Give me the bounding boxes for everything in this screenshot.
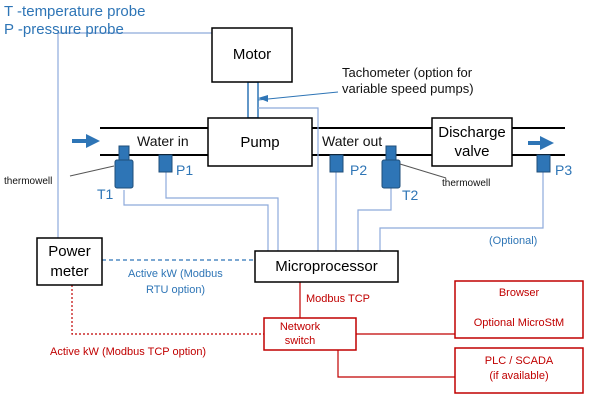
network-switch-box — [263, 317, 357, 351]
motor-shaft — [247, 81, 259, 119]
p2-probe-icon — [329, 154, 344, 173]
tcp-dotted-link — [71, 285, 264, 335]
microprocessor-box — [254, 250, 399, 283]
valve-label: valve — [454, 143, 490, 160]
t1-probe-icon — [114, 145, 134, 189]
meter-label: meter — [50, 263, 89, 280]
switch-label: switch — [284, 335, 316, 347]
network-label: Network — [279, 321, 321, 333]
p2-label: P2 — [350, 162, 368, 178]
water-out-label: Water out — [322, 133, 383, 149]
water-in-label: Water in — [137, 133, 189, 149]
t2-probe-icon — [381, 145, 401, 189]
microprocessor-label: Microprocessor — [275, 258, 378, 275]
plc-scada-box — [454, 347, 584, 394]
legend-pressure: P -pressure probe — [4, 21, 124, 38]
t1-label: T1 — [97, 186, 114, 202]
t2-label: T2 — [402, 187, 419, 203]
motor-box — [211, 27, 293, 83]
browser-label: Browser — [498, 287, 540, 299]
plc-scada-label: PLC / SCADA — [484, 355, 554, 367]
p1-probe-icon — [158, 154, 173, 173]
thermowell-left-label: thermowell — [4, 176, 53, 187]
thermowell-left-pointer — [69, 165, 115, 177]
plc-available-label: (if available) — [489, 370, 549, 382]
active-kw-tcp-label: Active kW (Modbus TCP option) — [50, 346, 207, 358]
motor-label: Motor — [232, 46, 272, 63]
thermowell-right-label: thermowell — [442, 178, 491, 189]
microstm-label: Optional MicroStM — [473, 317, 565, 329]
tachometer-label-line2: variable speed pumps) — [342, 81, 474, 96]
signal-wires — [57, 32, 544, 251]
browser-box — [454, 280, 584, 339]
power-meter-box — [36, 237, 103, 286]
network-wires — [299, 282, 455, 378]
discharge-label: Discharge — [438, 124, 506, 141]
outlet-arrow-icon — [528, 136, 554, 150]
pump-label: Pump — [240, 134, 280, 151]
p1-label: P1 — [176, 162, 194, 178]
pump-box — [207, 117, 313, 167]
modbus-tcp-label: Modbus TCP — [306, 293, 370, 305]
power-label: Power — [48, 243, 91, 260]
active-kw-rtu-label-line1: Active kW (Modbus — [128, 268, 223, 280]
legend-temperature: T -temperature probe — [4, 3, 146, 20]
inlet-pipe — [100, 127, 208, 156]
optional-label: (Optional) — [489, 235, 538, 247]
active-kw-rtu-label-line2: RTU option) — [146, 284, 206, 296]
tachometer-pointer — [257, 91, 339, 102]
discharge-valve-box — [431, 117, 513, 167]
tachometer-label-line1: Tachometer (option for — [342, 65, 473, 80]
thermowell-right-pointer — [399, 163, 447, 179]
inlet-arrow-icon — [72, 134, 100, 148]
p3-label: P3 — [555, 162, 573, 178]
p3-probe-icon — [536, 154, 551, 173]
